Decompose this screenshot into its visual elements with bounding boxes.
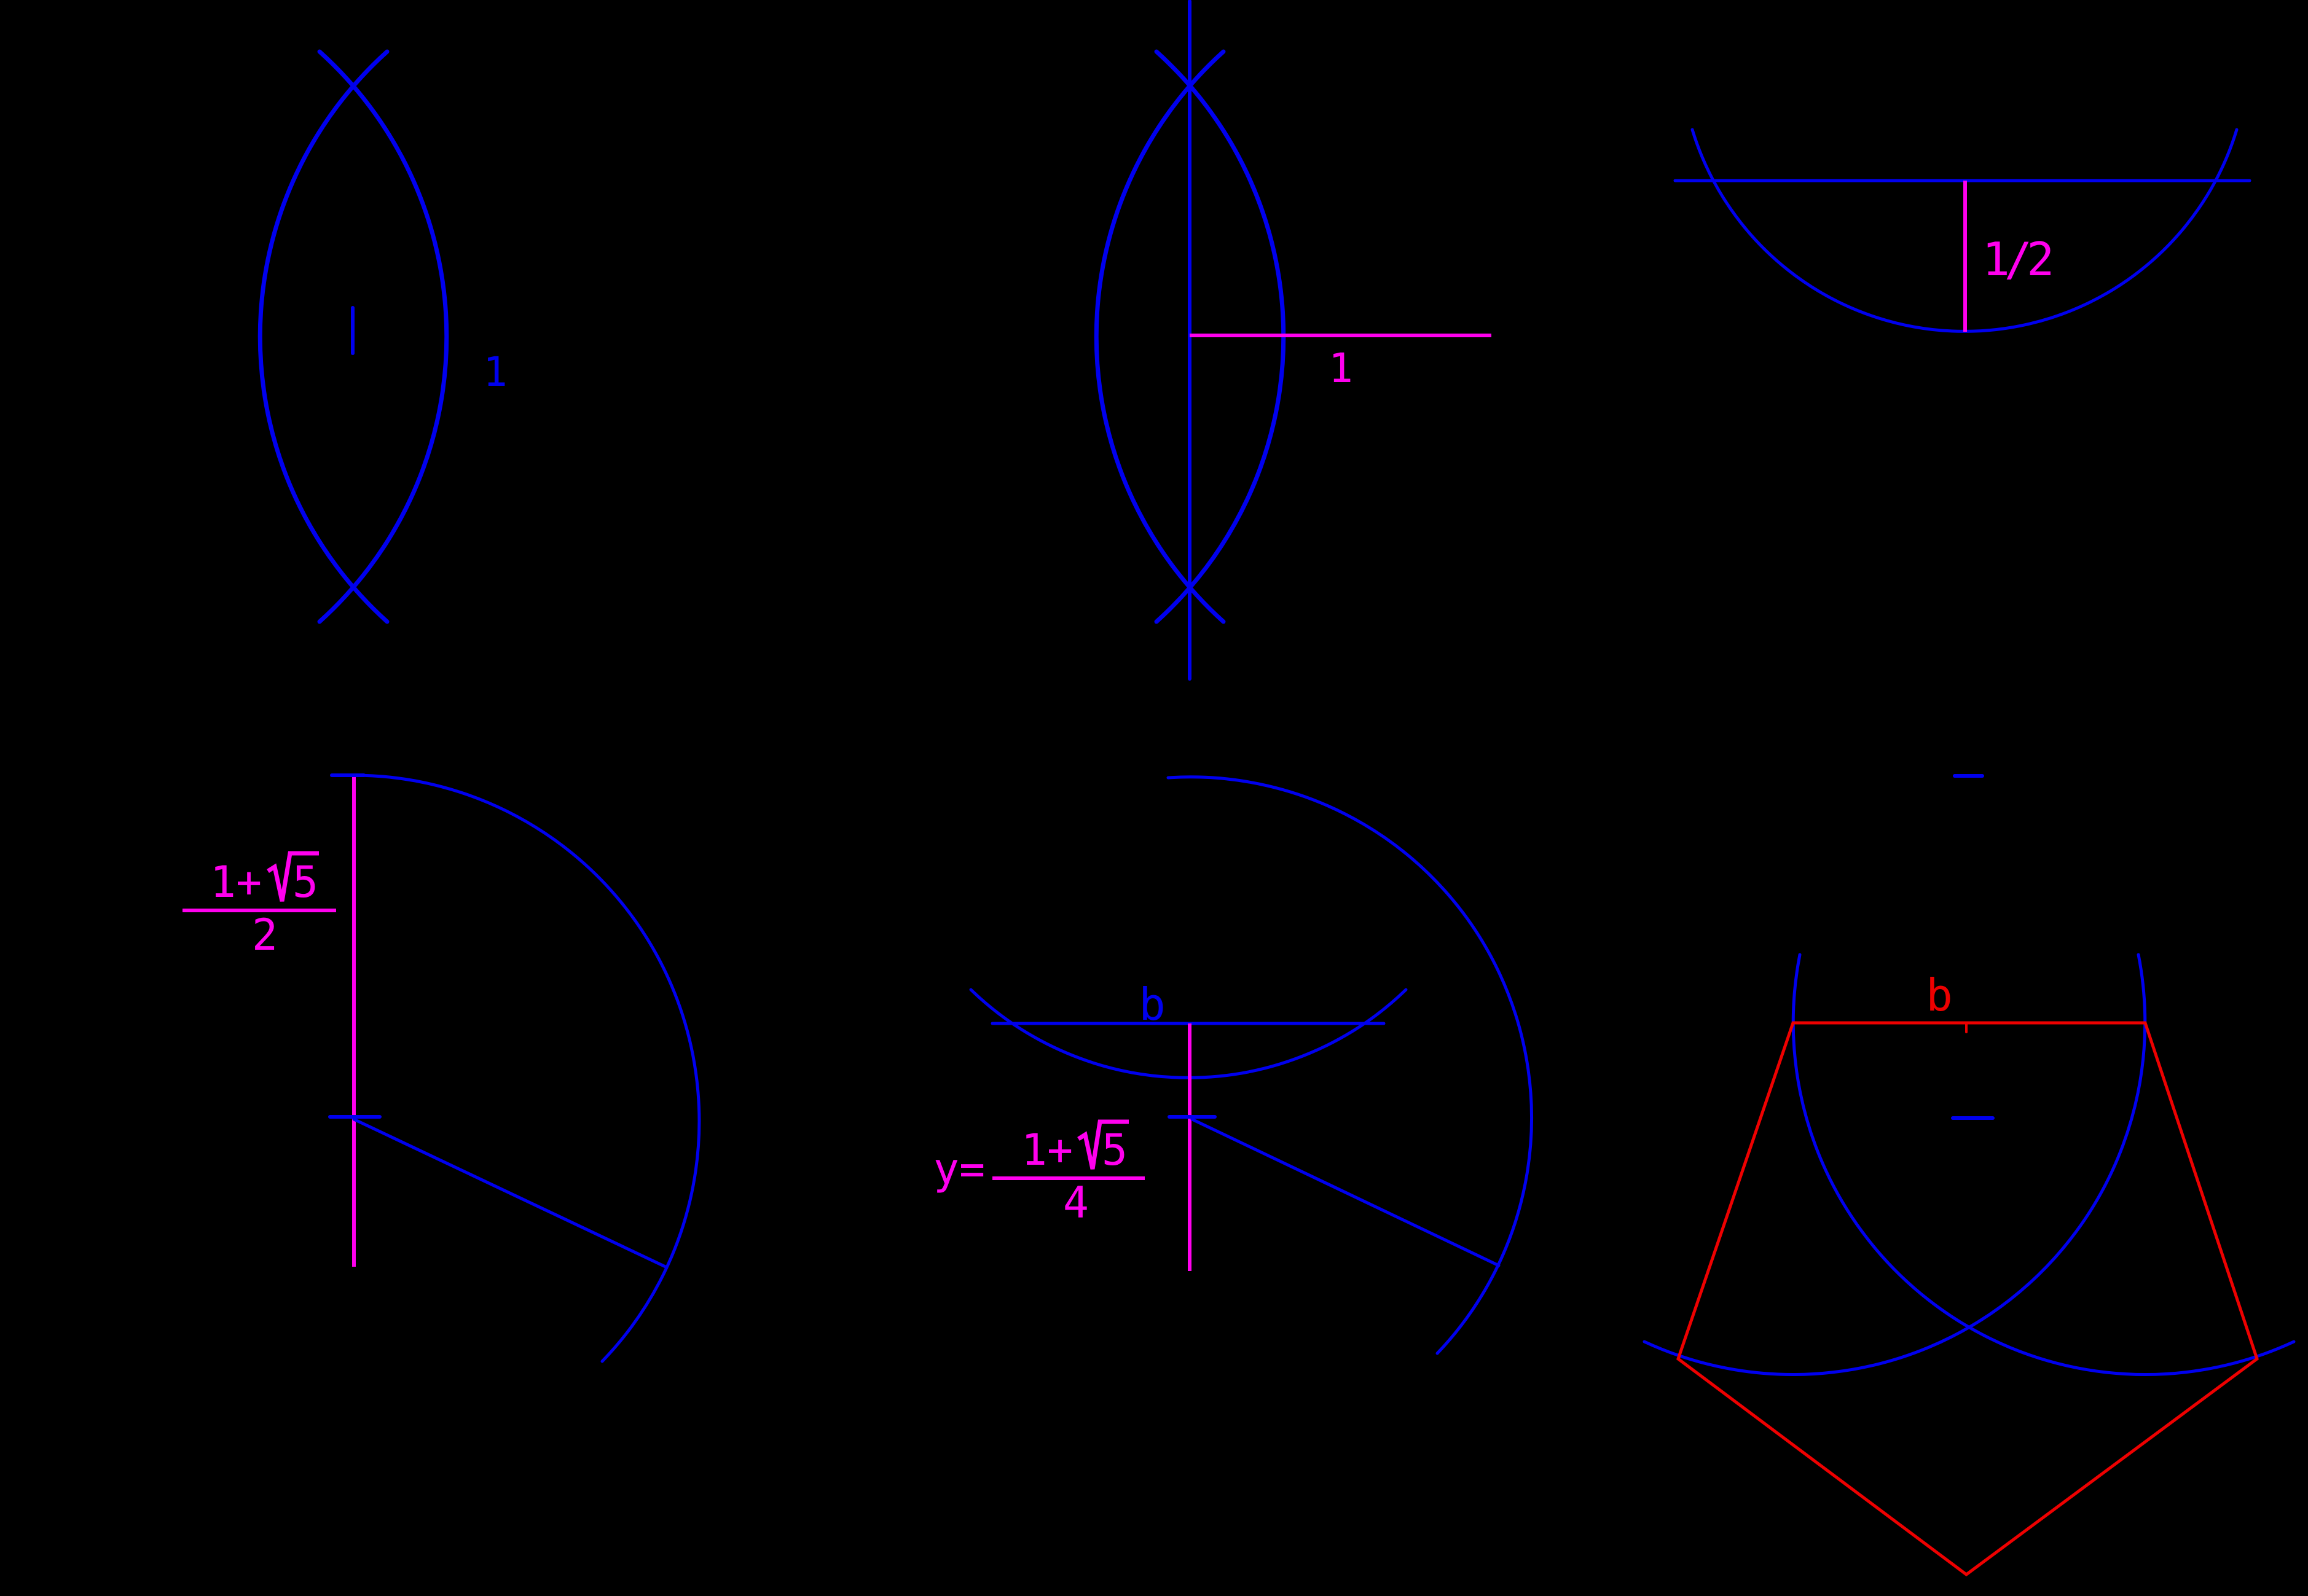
panel-bisector-unit: 1	[1094, 0, 1491, 681]
vesica-right-arc	[317, 49, 449, 624]
diagonal-arc-right-center	[1791, 953, 2296, 1376]
panel-side-construction: b y= 1+ 5 4	[933, 775, 1533, 1355]
radius-diagonal	[1190, 1117, 1501, 1267]
radius-diagonal	[352, 1117, 669, 1269]
radical-sign	[267, 851, 319, 902]
numerator-prefix: 1+	[210, 857, 262, 907]
unit-radius-label: 1	[1329, 345, 1353, 392]
radicand: 5	[292, 857, 318, 907]
denominator: 4	[1063, 1178, 1089, 1228]
panel-half-sagitta: 1/2	[1673, 128, 2251, 333]
pentagon-outline	[1676, 1021, 2259, 1577]
diagonal-arc-left-center	[1643, 953, 2147, 1376]
sweep-arc	[352, 773, 701, 1363]
radicand: 5	[1102, 1125, 1128, 1175]
unit-length-label: 1	[483, 348, 508, 396]
panel-golden-segment: 1+ 5 2	[183, 773, 701, 1363]
side-label: b	[1926, 969, 1952, 1021]
golden-fraction-label: 1+ 5 2	[183, 851, 336, 960]
vesica2-left-arc	[1094, 49, 1226, 624]
half-label: 1/2	[1982, 232, 2051, 286]
chord-label: b	[1139, 979, 1165, 1030]
denominator: 2	[252, 910, 278, 960]
radical-sign	[1077, 1119, 1129, 1170]
vesica-left-arc	[257, 49, 390, 624]
big-sweep-arc	[1166, 775, 1533, 1355]
lhs: y=	[933, 1144, 985, 1194]
panel-vesica-unit: 1	[257, 49, 508, 624]
y-fraction-label: y= 1+ 5 4	[933, 1119, 1145, 1228]
panel-pentagon: b	[1643, 774, 2296, 1577]
numerator-prefix: 1+	[1021, 1125, 1073, 1175]
